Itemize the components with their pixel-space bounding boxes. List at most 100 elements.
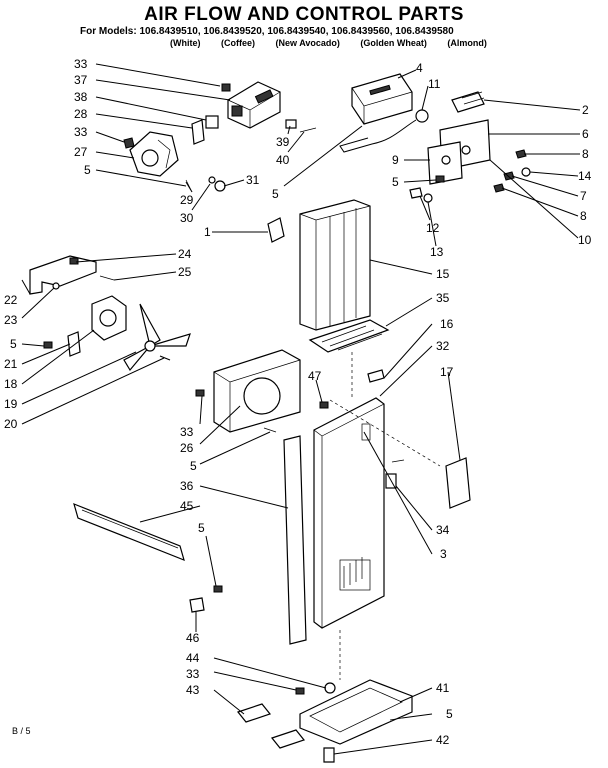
leader-lines	[21, 63, 581, 755]
part-label: 20	[4, 417, 18, 431]
part-label: 34	[436, 523, 450, 537]
part-label: 44	[186, 651, 200, 665]
part-label: 22	[4, 293, 18, 307]
clip-part-46	[189, 597, 205, 613]
grommet-part-23	[52, 282, 60, 290]
models-prefix: For Models:	[80, 26, 137, 37]
fan-shroud-part-26	[213, 349, 301, 433]
screw-part-24	[69, 257, 79, 265]
sensor-part-11	[415, 109, 429, 123]
screw-part-33b	[123, 137, 135, 149]
clip-part-43b	[270, 729, 306, 749]
part-label: 26	[180, 441, 194, 455]
part-label: 23	[4, 313, 18, 327]
grille-part-45	[73, 502, 185, 562]
control-housing-part	[227, 81, 281, 129]
fitting-part-42	[323, 747, 335, 763]
part-label: 18	[4, 377, 18, 391]
part-label: 32	[436, 339, 450, 353]
washer-part-14	[521, 167, 531, 177]
part-label: 5	[392, 175, 399, 189]
clip-part-1	[267, 217, 285, 243]
part-label: 5	[84, 163, 91, 177]
part-number-labels: 33 37 38 28 33 27 5 29 30 31 39 40 5 4 1…	[4, 57, 592, 747]
part-label: 46	[186, 631, 200, 645]
diagram-title: AIR FLOW AND CONTROL PARTS	[144, 4, 464, 25]
part-label: 10	[578, 233, 592, 247]
part-label: 9	[392, 153, 399, 167]
model-colors: (White) (Coffee) (New Avocado) (Golden W…	[170, 38, 505, 48]
screw-part-34	[391, 459, 405, 463]
part-label: 42	[436, 733, 450, 747]
plug-part-32	[367, 369, 385, 383]
screw-part-5m	[263, 427, 277, 433]
part-label: 33	[74, 57, 88, 71]
page-mark: B / 5	[12, 726, 31, 736]
part-label: 41	[436, 681, 450, 695]
part-label: 13	[430, 245, 444, 259]
part-label: 47	[308, 369, 322, 383]
part-label: 5	[190, 459, 197, 473]
part-label: 38	[74, 90, 88, 104]
fan-motor-part-18	[91, 295, 127, 341]
nut-part-13	[423, 193, 433, 203]
bracket-part-22	[29, 255, 97, 295]
part-label: 5	[446, 707, 453, 721]
part-label: 3	[440, 547, 447, 561]
screw-part-8	[515, 149, 527, 159]
color-coffee: (Coffee)	[221, 38, 256, 48]
part-label: 8	[580, 209, 587, 223]
color-new-avocado: (New Avocado)	[275, 38, 340, 48]
plug-part-44	[324, 682, 336, 694]
part-label: 4	[416, 61, 423, 75]
part-label: 5	[10, 337, 17, 351]
color-golden-wheat: (Golden Wheat)	[360, 38, 427, 48]
part-label: 2	[582, 103, 589, 117]
part-label: 31	[246, 173, 260, 187]
screw-part-12	[409, 187, 423, 199]
part-label: 6	[582, 127, 589, 141]
screw-part-33	[221, 83, 231, 92]
drain-pan-part-41	[299, 679, 413, 745]
model-numbers: For Models: 106.8439510, 106.8439520, 10…	[80, 26, 454, 37]
part-label: 43	[186, 683, 200, 697]
grille-part-35	[308, 319, 390, 353]
part-label: 15	[436, 267, 450, 281]
part-label: 19	[4, 397, 18, 411]
part-label: 25	[178, 265, 192, 279]
screw-part-33d	[295, 687, 305, 695]
screw-part-8b	[493, 183, 505, 193]
air-duct-part-15	[299, 199, 371, 331]
screw-part-5d	[389, 717, 403, 721]
part-label: 29	[180, 193, 194, 207]
part-label: 16	[440, 317, 454, 331]
part-label: 5	[198, 521, 205, 535]
part-label: 33	[186, 667, 200, 681]
duct-part-36	[283, 435, 307, 645]
part-label: 39	[276, 135, 290, 149]
part-label: 24	[178, 247, 192, 261]
heater-part-2	[451, 91, 485, 113]
part-label: 37	[74, 73, 88, 87]
part-label: 45	[180, 499, 194, 513]
part-label: 8	[582, 147, 589, 161]
part-label: 28	[74, 107, 88, 121]
screw-part-5b	[213, 585, 223, 593]
screw-part-40	[299, 127, 317, 133]
part-label: 33	[74, 125, 88, 139]
thermostat-part	[129, 131, 179, 177]
wire-part-11	[339, 119, 417, 153]
part-label: 33	[180, 425, 194, 439]
back-panel-part-3	[313, 397, 385, 629]
color-white: (White)	[170, 38, 201, 48]
part-label: 27	[74, 145, 88, 159]
cover-part-17	[445, 457, 471, 509]
shaft-part-20	[159, 355, 171, 361]
screw-part-33c	[195, 389, 205, 397]
nut-part-31	[214, 180, 226, 192]
part-label: 11	[428, 77, 441, 91]
part-label: 40	[276, 153, 290, 167]
screw-part-5r	[435, 175, 445, 183]
nut-part-47	[319, 401, 329, 409]
